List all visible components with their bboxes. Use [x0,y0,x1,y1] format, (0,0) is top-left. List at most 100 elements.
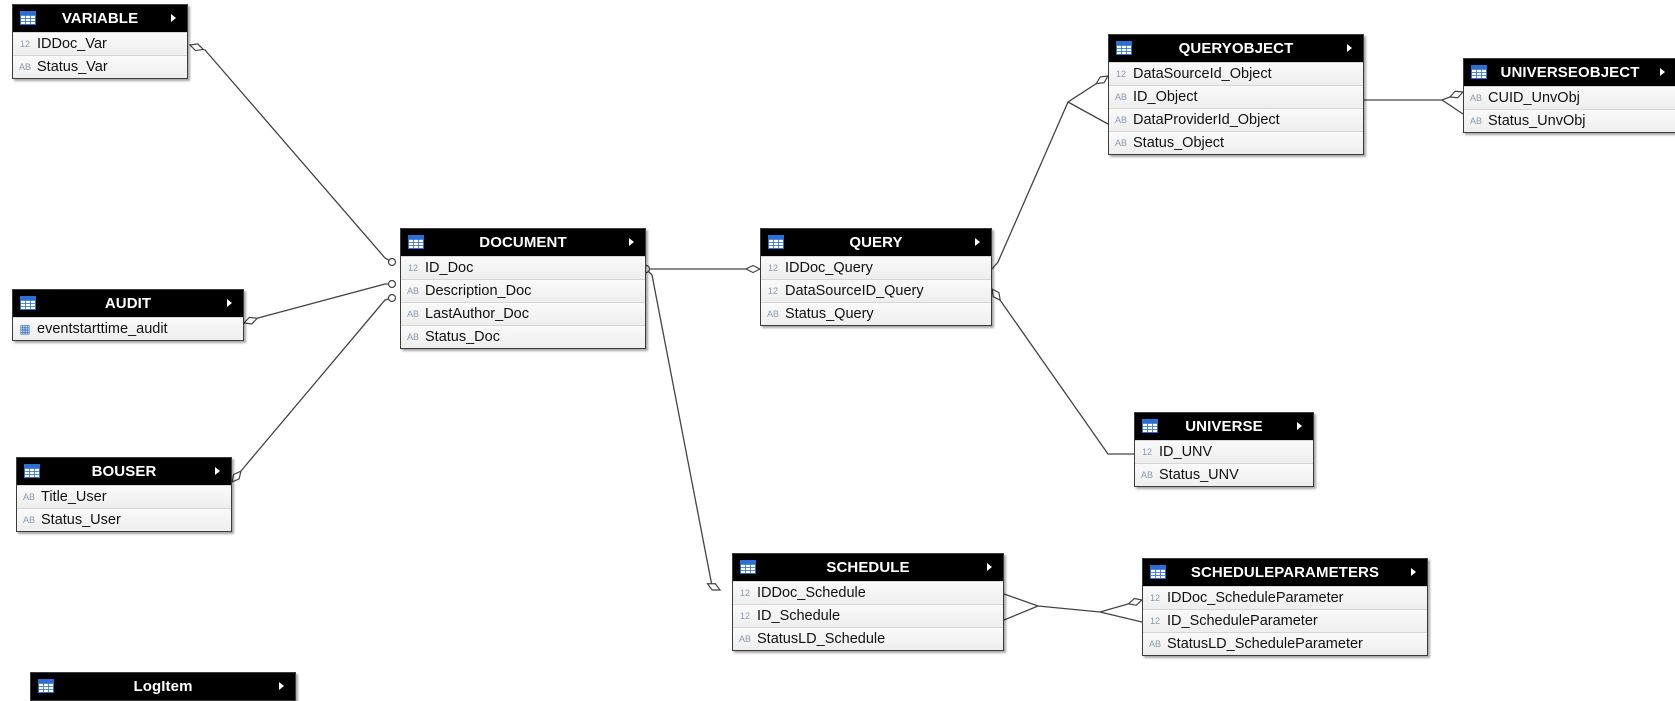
entity-header[interactable]: UNIVERSE [1135,413,1313,440]
entity-header[interactable]: VARIABLE [13,5,187,32]
relationship-line[interactable] [1003,605,1039,621]
optional-cardinality-circle [387,293,397,303]
relationship-line[interactable] [1003,593,1143,613]
entity-title: QUERYOBJECT [1178,40,1294,57]
expand-arrow-icon[interactable] [621,232,641,252]
expand-arrow-icon[interactable] [1339,38,1359,58]
entity-title: LogItem [133,678,193,695]
text-type-icon: AB [1469,116,1482,126]
relationship-line[interactable] [1099,611,1143,623]
relationship-line[interactable] [1441,99,1464,115]
table-icon [1150,565,1166,579]
relationship-line[interactable] [1364,91,1464,101]
expand-arrow-icon[interactable] [271,676,291,696]
entity-header[interactable]: AUDIT [13,290,243,317]
numeric-type-icon: 12 [767,286,778,296]
field-row[interactable]: ▦ eventstarttime_audit [13,317,243,340]
entity-header[interactable]: SCHEDULEPARAMETERS [1143,559,1427,586]
many-cardinality-diamond [231,470,242,484]
relationship-line[interactable] [645,268,721,591]
many-cardinality-diamond [242,316,259,325]
relationship-line[interactable] [231,297,393,483]
expand-arrow-icon[interactable] [163,8,183,28]
relationship-line[interactable] [991,75,1109,270]
expand-arrow-icon[interactable] [979,557,999,577]
entity-header[interactable]: LogItem [31,673,295,700]
relationship-line[interactable] [991,288,1134,455]
text-type-icon: AB [406,332,419,342]
entity-header[interactable]: BOUSER [17,458,231,485]
entity-audit[interactable]: AUDIT ▦ eventstarttime_audit [12,289,244,341]
expand-arrow-icon[interactable] [207,461,227,481]
entity-header[interactable]: DOCUMENT [401,229,645,256]
expand-arrow-icon[interactable] [219,293,239,313]
table-icon [1116,41,1132,55]
field-row[interactable]: AB Status_UnvObj [1464,109,1675,132]
field-name: Status_UnvObj [1488,113,1586,129]
numeric-type-icon: 12 [1141,447,1152,457]
entity-header[interactable]: UNIVERSEOBJECT [1464,59,1675,86]
many-cardinality-diamond [1095,75,1110,85]
field-row[interactable]: 12 DataSourceId_Object [1109,62,1363,85]
text-type-icon: AB [738,634,751,644]
entity-header[interactable]: QUERY [761,229,991,256]
numeric-type-icon: 12 [1149,593,1160,603]
field-name: Status_UNV [1159,467,1239,483]
text-type-icon: AB [18,62,31,72]
relationship-line[interactable] [1067,101,1109,125]
field-name: ID_Object [1133,89,1198,105]
numeric-type-icon: 12 [739,611,750,621]
entity-header[interactable]: QUERYOBJECT [1109,35,1363,62]
date-type-icon: ▦ [19,322,31,336]
relationship-line[interactable] [189,44,393,263]
table-icon [408,235,424,249]
expand-arrow-icon[interactable] [1403,562,1423,582]
numeric-type-icon: 12 [1115,69,1126,79]
expand-arrow-icon[interactable] [1289,416,1309,436]
field-name: eventstarttime_audit [37,321,168,337]
text-type-icon: AB [766,309,779,319]
entity-logitem[interactable]: LogItem [30,672,296,701]
entity-header[interactable]: SCHEDULE [733,554,1003,581]
text-type-icon: AB [22,492,35,502]
expand-arrow-icon[interactable] [967,232,987,252]
entity-title: BOUSER [91,463,157,480]
field-name: IDDoc_Schedule [757,585,866,601]
entity-title: DOCUMENT [479,234,567,251]
field-name: DataSourceId_Object [1133,66,1272,82]
expand-arrow-icon[interactable] [1652,62,1672,82]
field-name: ID_ScheduleParameter [1167,613,1318,629]
